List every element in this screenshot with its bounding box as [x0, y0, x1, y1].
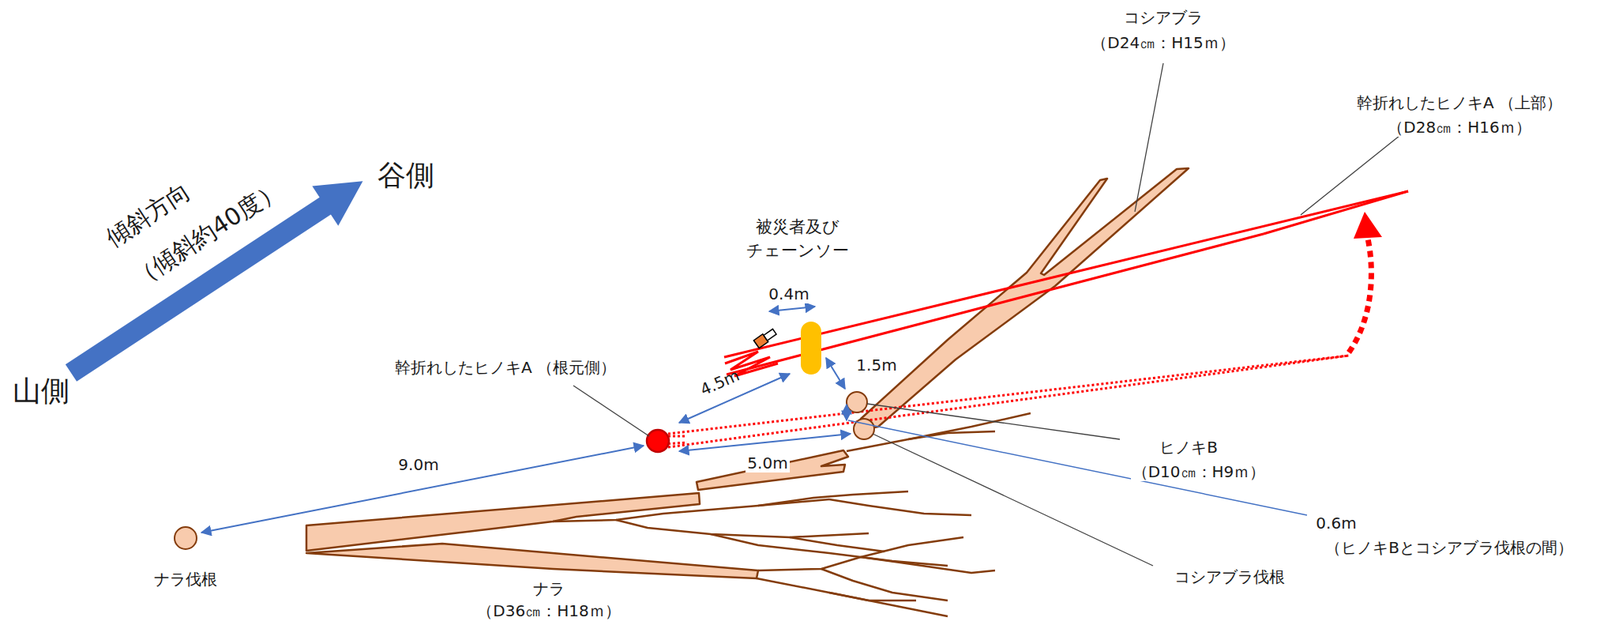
chainsaw-icon — [753, 327, 778, 349]
movement-arrowhead — [1353, 211, 1383, 239]
slope-arrow — [58, 161, 376, 393]
label: 5.0m — [745, 454, 789, 473]
label: （傾斜約40度） — [125, 174, 288, 293]
label: コシアブラ伐根 — [1172, 567, 1287, 586]
label: ナラ伐根 — [152, 570, 219, 589]
hinoki-a-original-position — [663, 355, 1349, 447]
label: （D28㎝：H16ｍ） — [1385, 118, 1533, 137]
label: 9.0m — [396, 455, 440, 474]
nara-stump — [174, 526, 197, 549]
leader-lines — [573, 63, 1400, 566]
hinoki-a-top — [724, 191, 1409, 376]
label: 谷側 — [375, 158, 436, 192]
label: ヒノキB — [1157, 438, 1220, 457]
label: （D10㎝：H9ｍ） — [1130, 462, 1268, 481]
label: （D36㎝：H18ｍ） — [475, 601, 622, 620]
label: 幹折れしたヒノキA （根元側） — [393, 358, 618, 377]
label: 0.4m — [766, 285, 811, 304]
label: 幹折れしたヒノキA （上部） — [1355, 93, 1564, 113]
movement-arrow — [1348, 238, 1371, 353]
label: 0.6m — [1314, 514, 1358, 533]
label: ナラ — [531, 579, 567, 598]
label: （ヒノキBとコシアブラ伐根の間） — [1323, 538, 1575, 557]
label: 山側 — [11, 374, 72, 407]
nara-tree — [306, 413, 1031, 616]
hinoki-a-stump — [646, 429, 669, 452]
worker-figure — [800, 321, 822, 375]
leader-line — [848, 420, 1308, 515]
label: （D24㎝：H15ｍ） — [1089, 33, 1236, 53]
label: 被災者及び — [754, 217, 842, 237]
hinoki-b — [846, 391, 868, 413]
dimension-lines — [201, 306, 851, 533]
label: コシアブラ — [1122, 8, 1205, 27]
label: 4.5m — [696, 364, 744, 400]
label: 1.5m — [854, 356, 898, 375]
label: チェーンソー — [744, 240, 851, 260]
koshiabura-tree — [859, 168, 1189, 431]
